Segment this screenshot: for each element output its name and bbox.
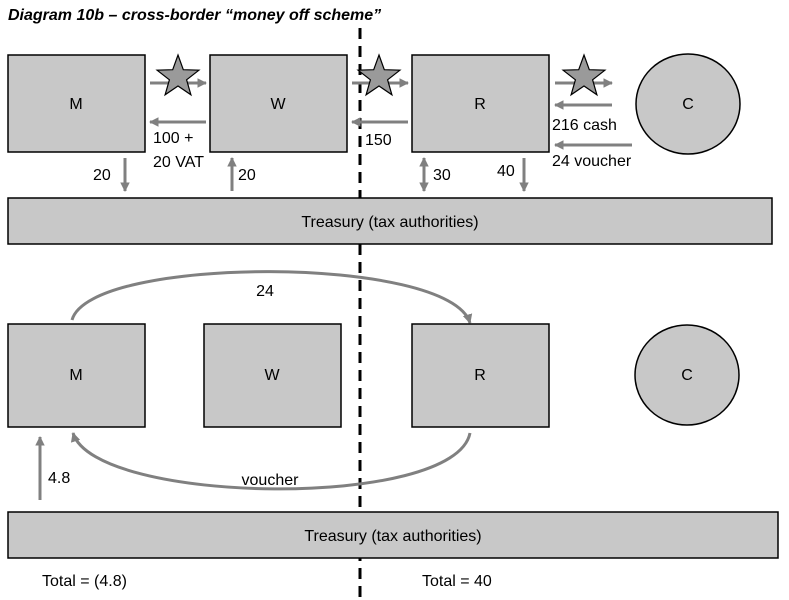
w-to-m-payment-label: 100 +	[153, 130, 193, 147]
top-w-label: W	[270, 96, 286, 113]
voucher-curve-arrow	[70, 432, 472, 491]
bottom-treasury-bar	[7, 511, 779, 559]
bottom-m-box	[7, 323, 146, 428]
c-to-r-voucher-label: 24 voucher	[552, 153, 632, 170]
r-treasury-both-label: 30	[433, 167, 451, 184]
total-right-label: Total = 40	[422, 573, 492, 590]
diagram-title: Diagram 10b – cross-border “money off sc…	[8, 7, 381, 24]
treasury-to-m-label: 4.8	[48, 470, 70, 487]
bottom-r-label: R	[474, 367, 486, 384]
bottom-c-circle	[634, 324, 740, 426]
m-to-r-curve-arrow	[70, 270, 473, 324]
star-icon	[155, 53, 201, 97]
top-r-box	[411, 54, 550, 153]
star-icon	[561, 53, 607, 97]
bottom-w-label: W	[264, 367, 280, 384]
bottom-section: 24 M W R C voucher 4.8 Treasury (tax aut…	[7, 270, 779, 559]
c-to-r-cash-label: 216 cash	[552, 117, 617, 134]
bottom-treasury-label: Treasury (tax authorities)	[304, 528, 481, 545]
treasury-to-w-label: 20	[238, 167, 256, 184]
top-m-box	[7, 54, 146, 153]
top-c-label: C	[682, 96, 694, 113]
bottom-w-box	[203, 323, 342, 428]
top-section: M W R C 100 + 20 VAT 150 216 cash 24 vou…	[7, 53, 773, 245]
top-treasury-bar	[7, 197, 773, 245]
star-icon	[356, 53, 402, 97]
top-w-box	[209, 54, 348, 153]
bottom-c-label: C	[681, 367, 693, 384]
top-r-label: R	[474, 96, 486, 113]
voucher-curve-label: voucher	[242, 472, 300, 489]
top-m-label: M	[69, 96, 82, 113]
top-c-circle	[635, 53, 741, 155]
bottom-r-box	[411, 323, 550, 428]
r-to-treasury-label: 40	[497, 163, 515, 180]
top-treasury-label: Treasury (tax authorities)	[301, 214, 478, 231]
bottom-m-label: M	[69, 367, 82, 384]
r-to-w-payment-label: 150	[365, 132, 392, 149]
w-to-m-vat-label: 20 VAT	[153, 154, 204, 171]
m-to-r-curve-label: 24	[256, 283, 274, 300]
m-to-treasury-label: 20	[93, 167, 111, 184]
total-left-label: Total = (4.8)	[42, 573, 127, 590]
